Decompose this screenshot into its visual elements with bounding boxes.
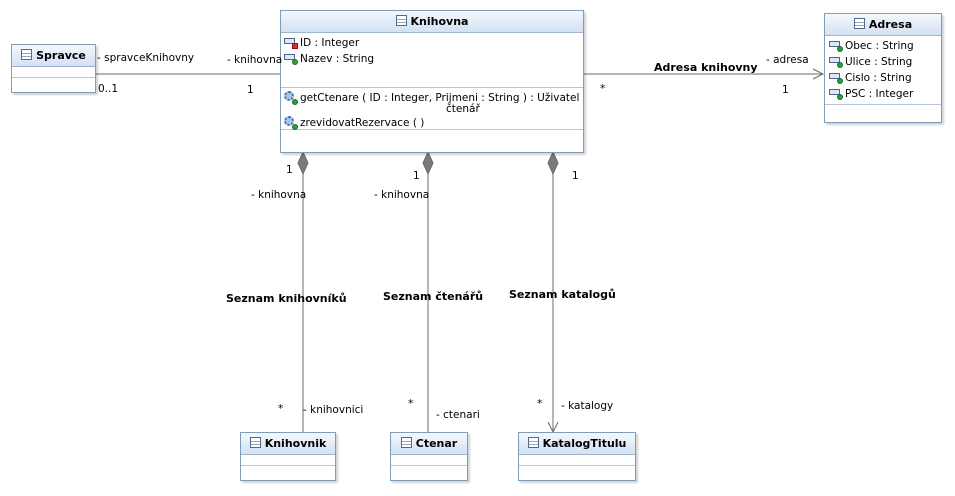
operations-compartment — [241, 466, 335, 478]
private-field-icon — [284, 38, 298, 49]
attribute-row[interactable]: Nazev : String — [284, 51, 580, 67]
class-knihovna[interactable]: Knihovna ID : Integer Nazev : String get… — [280, 10, 584, 153]
attribute-row[interactable]: ID : Integer — [284, 35, 580, 51]
operation-row[interactable]: getCtenare ( ID : Integer, Prijmeni : St… — [284, 91, 580, 105]
operations-compartment — [825, 105, 941, 120]
multiplicity-label-adresa: 1 — [782, 84, 789, 96]
operations-compartment — [519, 466, 635, 478]
operations-compartment — [12, 78, 95, 90]
multiplicity-label-knihovna-side: * — [600, 83, 606, 95]
attribute-text: Obec : String — [845, 40, 914, 52]
attributes-compartment — [391, 455, 467, 466]
class-header: Knihovna — [281, 11, 583, 33]
class-knihovnik[interactable]: Knihovnik — [240, 432, 336, 481]
class-header: Spravce — [12, 45, 95, 67]
attributes-compartment: Obec : String Ulice : String Cislo : Str… — [825, 36, 941, 105]
attributes-compartment — [241, 455, 335, 466]
operation-row[interactable]: zrevidovatRezervace ( ) — [284, 115, 580, 131]
class-katalogtitulu[interactable]: KatalogTitulu — [518, 432, 636, 481]
class-name: Ctenar — [415, 437, 458, 450]
operation-text: getCtenare ( ID : Integer, Prijmeni : St… — [300, 92, 580, 104]
operation-text: zrevidovatRezervace ( ) — [300, 117, 425, 129]
composition-diamond-katalog — [547, 150, 559, 176]
multiplicity-label-top: 1 — [413, 170, 420, 182]
class-header: KatalogTitulu — [519, 433, 635, 455]
role-label-top: - knihovna — [374, 189, 430, 201]
class-name: Adresa — [868, 18, 913, 31]
class-icon — [853, 18, 865, 29]
attributes-compartment: ID : Integer Nazev : String — [281, 33, 583, 88]
role-label-bottom: - knihovnici — [303, 404, 364, 416]
operations-compartment — [391, 466, 467, 478]
attribute-text: Cislo : String — [845, 72, 912, 84]
role-label-bottom: - ctenari — [436, 409, 480, 421]
role-label-bottom: - katalogy — [561, 400, 614, 412]
class-name: Spravce — [36, 49, 86, 62]
class-icon — [527, 437, 539, 448]
role-label-top: - knihovna — [251, 189, 307, 201]
multiplicity-label-top: 1 — [286, 164, 293, 176]
public-field-icon — [829, 57, 843, 68]
attribute-text: PSC : Integer — [845, 88, 914, 100]
attributes-compartment — [519, 455, 635, 466]
class-header: Adresa — [825, 14, 941, 36]
public-field-icon — [829, 73, 843, 84]
attributes-compartment — [12, 67, 95, 78]
attribute-text: Nazev : String — [300, 53, 375, 65]
role-label-adresa: - adresa — [766, 54, 809, 66]
class-icon — [249, 437, 261, 448]
public-method-icon — [284, 116, 298, 130]
association-name-seznam-knihovniku: Seznam knihovníků — [226, 292, 347, 305]
role-label-knihovna: - knihovna — [227, 54, 283, 66]
association-name-seznam-katalogu: Seznam katalogů — [509, 288, 616, 301]
class-icon — [395, 15, 407, 26]
operations-compartment: getCtenare ( ID : Integer, Prijmeni : St… — [281, 88, 583, 130]
public-method-icon — [284, 91, 298, 105]
class-name: Knihovnik — [264, 437, 327, 450]
open-arrowhead-adresa — [812, 68, 825, 80]
composition-diamond-ctenar — [422, 150, 434, 176]
class-header: Knihovnik — [241, 433, 335, 455]
multiplicity-label-spravce: 0..1 — [98, 83, 119, 95]
operation-text-continued: čtenář — [446, 103, 480, 115]
attribute-text: ID : Integer — [300, 37, 360, 49]
multiplicity-label-knihovna: 1 — [247, 84, 254, 96]
empty-compartment — [281, 130, 583, 151]
public-field-icon — [829, 41, 843, 52]
attribute-row[interactable]: Obec : String — [829, 38, 938, 54]
multiplicity-label-bottom: * — [537, 398, 543, 410]
association-name-seznam-ctenaru: Seznam čtenářů — [383, 290, 484, 303]
attribute-row[interactable]: PSC : Integer — [829, 86, 938, 102]
public-field-icon — [829, 89, 843, 100]
class-ctenar[interactable]: Ctenar — [390, 432, 468, 481]
multiplicity-label-bottom: * — [408, 398, 414, 410]
multiplicity-label-top: 1 — [572, 170, 579, 182]
class-icon — [400, 437, 412, 448]
composition-diamond-knihovnik — [297, 150, 309, 176]
class-adresa[interactable]: Adresa Obec : String Ulice : String Cisl… — [824, 13, 942, 123]
attribute-row[interactable]: Cislo : String — [829, 70, 938, 86]
multiplicity-label-bottom: * — [278, 403, 284, 415]
class-icon — [21, 49, 33, 60]
operation-continuation: čtenář — [284, 103, 580, 115]
public-field-icon — [284, 54, 298, 65]
class-name: KatalogTitulu — [542, 437, 627, 450]
attribute-row[interactable]: Ulice : String — [829, 54, 938, 70]
class-spravce[interactable]: Spravce — [11, 44, 96, 93]
role-label-spravce-knihovny: - spravceKnihovny — [97, 52, 195, 64]
class-name: Knihovna — [410, 15, 469, 28]
association-name-adresa-knihovny: Adresa knihovny — [654, 61, 758, 74]
attribute-text: Ulice : String — [845, 56, 913, 68]
class-header: Ctenar — [391, 433, 467, 455]
